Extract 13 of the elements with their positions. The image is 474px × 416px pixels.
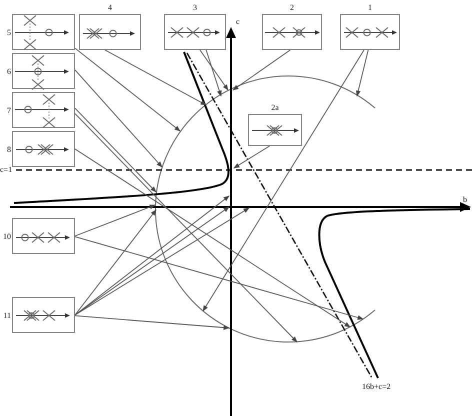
inset-number: 6 [7,67,11,76]
inset-number: 3 [193,3,197,12]
line-label: 16b+c=2 [362,382,391,391]
axis-label: c [236,17,240,26]
inset-number: 7 [7,106,11,115]
inset-number: 2 [290,3,294,12]
inset-number: 11 [3,311,11,320]
inset-number: 10 [3,232,11,241]
line-label: c=1 [0,165,12,174]
inset-number: 1 [368,3,372,12]
inset-number: 4 [108,3,112,12]
inset-number: 8 [7,145,11,154]
inset-number: 5 [7,28,11,37]
